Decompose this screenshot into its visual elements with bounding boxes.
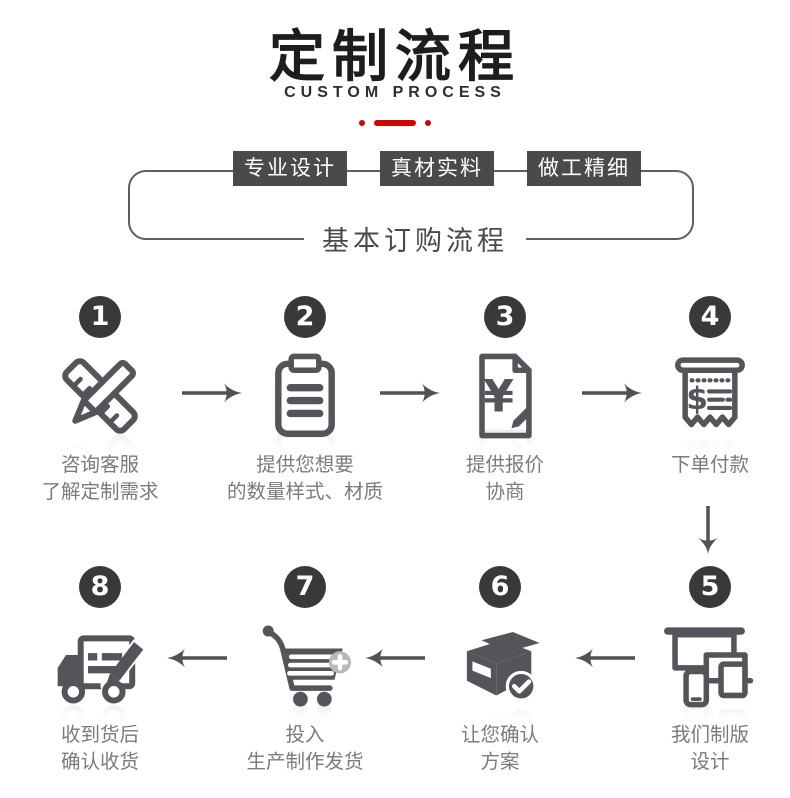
quote-document-icon: ¥ bbox=[405, 350, 605, 442]
feature-badges: 专业设计 真材实料 做工精细 bbox=[233, 151, 641, 186]
step-3: 3 ¥ 提供报价 协商 bbox=[405, 296, 605, 506]
badge-fine-workmanship: 做工精细 bbox=[527, 151, 641, 186]
step-4: 4 $ 下单付款 bbox=[610, 296, 790, 479]
arrow-left-icon bbox=[363, 646, 427, 670]
caption-line: 协商 bbox=[485, 481, 525, 503]
package-check-icon bbox=[400, 620, 600, 712]
page-title: 定制流程 bbox=[269, 25, 521, 88]
red-dot-dash-divider-icon bbox=[0, 120, 790, 126]
page-subtitle: CUSTOM PROCESS bbox=[284, 84, 506, 101]
clipboard-icon bbox=[205, 350, 405, 442]
step-caption: 我们制版 设计 bbox=[610, 722, 790, 776]
arrow-right-icon bbox=[580, 381, 644, 405]
divider-dash-icon bbox=[374, 120, 416, 126]
caption-line: 投入 bbox=[285, 724, 325, 746]
step-caption: 投入 生产制作发货 bbox=[205, 722, 405, 776]
step-number-badge: 3 bbox=[484, 296, 526, 338]
caption-line: 确认收货 bbox=[60, 751, 139, 773]
caption-line: 方案 bbox=[480, 751, 520, 773]
step-caption: 下单付款 bbox=[610, 452, 790, 479]
caption-line: 的数量样式、材质 bbox=[226, 481, 383, 503]
caption-line: 让您确认 bbox=[460, 724, 539, 746]
arrow-down-icon bbox=[696, 504, 720, 556]
badge-real-materials: 真材实料 bbox=[380, 151, 494, 186]
frame-title: 基本订购流程 bbox=[304, 219, 526, 258]
step-caption: 提供报价 协商 bbox=[405, 452, 605, 506]
pencil-ruler-icon bbox=[0, 350, 200, 442]
step-number-badge: 7 bbox=[284, 566, 326, 608]
caption-line: 下单付款 bbox=[670, 454, 749, 476]
svg-text:¥: ¥ bbox=[483, 372, 514, 423]
badge-professional-design: 专业设计 bbox=[233, 151, 347, 186]
caption-line: 收到货后 bbox=[60, 724, 139, 746]
caption-line: 咨询客服 bbox=[60, 454, 139, 476]
step-number-badge: 2 bbox=[284, 296, 326, 338]
step-7: 7 投入 生产制作发货 bbox=[205, 566, 405, 776]
step-number-badge: 6 bbox=[479, 566, 521, 608]
caption-line: 生产制作发货 bbox=[246, 751, 364, 773]
step-1: 1 咨询客服 了解定制需求 bbox=[0, 296, 200, 506]
caption-line: 提供报价 bbox=[465, 454, 544, 476]
step-5: 5 我们制版 设计 bbox=[610, 566, 790, 776]
svg-text:$: $ bbox=[686, 381, 708, 417]
delivery-truck-icon bbox=[0, 620, 200, 712]
step-caption: 收到货后 确认收货 bbox=[0, 722, 200, 776]
arrow-right-icon bbox=[378, 381, 442, 405]
caption-line: 提供您想要 bbox=[256, 454, 354, 476]
step-6: 6 让您确认 方案 bbox=[400, 566, 600, 776]
step-number-badge: 5 bbox=[689, 566, 731, 608]
divider-dot-icon bbox=[425, 120, 431, 126]
step-caption: 让您确认 方案 bbox=[400, 722, 600, 776]
receipt-icon: $ bbox=[610, 350, 790, 442]
devices-icon bbox=[610, 620, 790, 712]
step-caption: 提供您想要 的数量样式、材质 bbox=[205, 452, 405, 506]
arrow-left-icon bbox=[165, 646, 229, 670]
step-caption: 咨询客服 了解定制需求 bbox=[0, 452, 200, 506]
step-number-badge: 4 bbox=[689, 296, 731, 338]
step-number-badge: 1 bbox=[79, 296, 121, 338]
caption-line: 我们制版 bbox=[670, 724, 749, 746]
arrow-right-icon bbox=[180, 381, 244, 405]
caption-line: 了解定制需求 bbox=[41, 481, 159, 503]
arrow-left-icon bbox=[573, 646, 637, 670]
step-2: 2 提供您想要 的数量样式、材质 bbox=[205, 296, 405, 506]
caption-line: 设计 bbox=[690, 751, 730, 773]
step-8: 8 收到货后 确认收货 bbox=[0, 566, 200, 776]
step-number-badge: 8 bbox=[79, 566, 121, 608]
cart-plus-icon bbox=[205, 620, 405, 712]
divider-dot-icon bbox=[359, 120, 365, 126]
